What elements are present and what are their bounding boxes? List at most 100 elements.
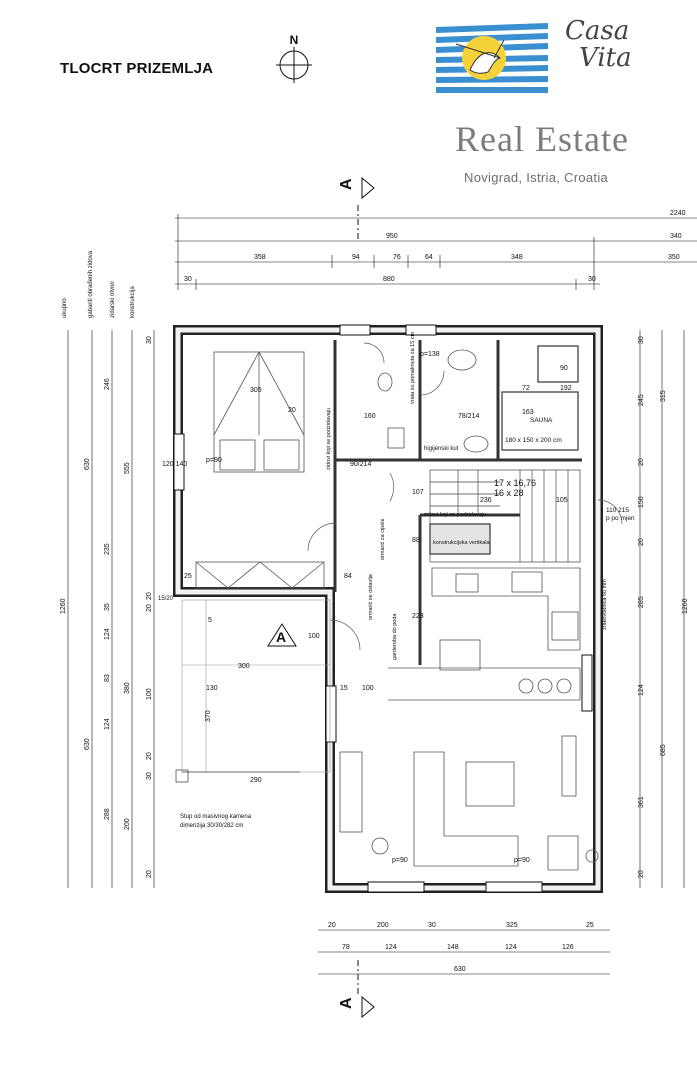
- dim-90-shower: 90: [560, 365, 568, 372]
- dim-left-1260: 1260: [60, 598, 67, 614]
- room-annotations: 305 20 p=138 SAUNA 180 x 150 x 200 cm 17…: [158, 331, 635, 864]
- right-dimensions: [639, 330, 685, 888]
- dim-bottom-124b: 124: [505, 944, 517, 951]
- stairs-dimension-2: 16 x 28: [494, 488, 524, 498]
- dim-78-214: 78/214: [458, 413, 480, 420]
- dim-left-35: 35: [104, 603, 111, 611]
- dim-bottom-630: 630: [454, 966, 466, 973]
- dim-right-20b: 20: [638, 538, 645, 546]
- terrace-300-label: 300: [238, 663, 250, 670]
- desk-icon: [339, 751, 389, 855]
- dim-105: 105: [556, 497, 568, 504]
- dim-192: 192: [560, 385, 572, 392]
- logo-script-line2: Vita: [579, 43, 632, 73]
- dim-160: 160: [364, 413, 376, 420]
- dim-top-340: 340: [670, 233, 682, 240]
- dim-right-124: 124: [638, 684, 645, 696]
- dim-bottom-325: 325: [506, 922, 518, 929]
- bathroom-fixtures-icon: [377, 349, 489, 453]
- dim-top-94: 94: [352, 254, 360, 261]
- dim-left-200: 200: [124, 818, 131, 830]
- dim-223: 223: [412, 613, 424, 620]
- section-marker-top-icon: A: [338, 176, 375, 240]
- dim-left-100: 100: [146, 688, 153, 700]
- section-marker-bottom-icon: A: [338, 960, 375, 1019]
- sauna-size-label: 180 x 150 x 200 cm: [505, 437, 562, 444]
- dim-top-76: 76: [393, 254, 401, 261]
- sauna: [501, 345, 579, 451]
- dim-bottom-124a: 124: [385, 944, 397, 951]
- plan-title: TLOCRT PRIZEMLJA: [60, 60, 214, 77]
- door-custom-label: p po mjeri: [606, 515, 635, 522]
- north-label: N: [290, 33, 299, 47]
- svg-text:A: A: [338, 997, 355, 1009]
- dim-left-555: 555: [124, 462, 131, 474]
- terrace-290-label: 290: [250, 777, 262, 784]
- sauna-label: SAUNA: [530, 417, 553, 424]
- logo-script-line1: Casa: [565, 16, 630, 46]
- dim-236: 236: [480, 497, 492, 504]
- exterior-walls: [173, 325, 603, 893]
- hygiene-corner-label: higijenski kut: [424, 446, 459, 452]
- dim-right-361: 361: [638, 796, 645, 808]
- dim-left-288: 288: [104, 808, 111, 820]
- dim-left-20a: 20: [146, 592, 153, 600]
- terrace-370-label: 370: [205, 710, 212, 722]
- staircase: [429, 469, 581, 563]
- dim-left-20b: 20: [146, 604, 153, 612]
- dim-right-20a: 20: [638, 458, 645, 466]
- structural-vertical-label: konstrukcijska vertikala: [433, 540, 490, 546]
- dim-right-30: 30: [638, 336, 645, 344]
- wardrobe-icon: [195, 561, 325, 589]
- dim-left-124a: 124: [104, 628, 111, 640]
- bathroom-door-label: p=138: [420, 351, 440, 358]
- dim-130: 130: [206, 685, 218, 692]
- stone-column-note-2: dimenzija 30/30/282 cm: [180, 823, 243, 829]
- dim-right-315: 315: [660, 390, 667, 402]
- shoe-cabinet-note: ormarić za cipele: [380, 518, 386, 560]
- logo-script: Casa Vita: [565, 18, 632, 72]
- stairs-dimension-1: 17 x 16,76: [494, 478, 536, 488]
- dim-top-total: 2240: [670, 210, 686, 217]
- dim-left-380: 380: [124, 682, 131, 694]
- dim-right-20c: 20: [638, 870, 645, 878]
- bedroom-20-label: 20: [288, 407, 296, 414]
- col-header-gabariti: gabariti obrađenih zidova: [88, 250, 94, 318]
- terrace: [175, 599, 331, 783]
- svg-text:A: A: [276, 629, 286, 645]
- dim-25: 25: [184, 573, 192, 580]
- dim-bottom-20a: 20: [328, 922, 336, 929]
- living-window-p90-2: p=90: [514, 857, 530, 864]
- dim-left-246: 246: [104, 378, 111, 390]
- casa-vita-logo-icon: [432, 23, 550, 96]
- left-dimension-headers: ukupno gabariti obrađenih zidova zidarsk…: [62, 250, 136, 318]
- bedroom-width-label: 305: [250, 387, 262, 394]
- dim-right-1260: 1260: [682, 598, 689, 614]
- dim-88: 88: [412, 537, 420, 544]
- dim-top-880: 880: [383, 276, 395, 283]
- cabinet-note: ormarić se ostavlja: [368, 573, 374, 620]
- left-dimensions: [67, 330, 155, 888]
- dim-bottom-148: 148: [447, 944, 459, 951]
- dim-107: 107: [412, 489, 424, 496]
- dim-top-358: 358: [254, 254, 266, 261]
- dim-top-30a: 30: [184, 276, 192, 283]
- col-header-konstrukcija: konstrukcija: [130, 286, 136, 318]
- brand-name: Real Estate: [455, 119, 629, 159]
- door-moved-note: vrata su pomaknuta za 15 cm: [410, 331, 416, 404]
- sofa-icon: [413, 735, 577, 867]
- bottom-dimension-labels: 20 200 30 325 25 78 124 148 124 126 630: [328, 922, 594, 973]
- dim-84: 84: [344, 573, 352, 580]
- fireplace-icon: [547, 835, 599, 871]
- dim-left-235: 235: [104, 543, 111, 555]
- bedroom-window-p90: p=90: [206, 457, 222, 464]
- dim-bottom-200: 200: [377, 922, 389, 929]
- living-window-p90-1: p=90: [392, 857, 408, 864]
- air-duct-note: zrakovodnica 60 mm: [602, 579, 608, 630]
- dim-163: 163: [522, 409, 534, 416]
- windows: [173, 324, 593, 893]
- bottom-dimensions: [318, 929, 610, 975]
- bed-icon: [213, 351, 305, 473]
- dim-top-64: 64: [425, 254, 433, 261]
